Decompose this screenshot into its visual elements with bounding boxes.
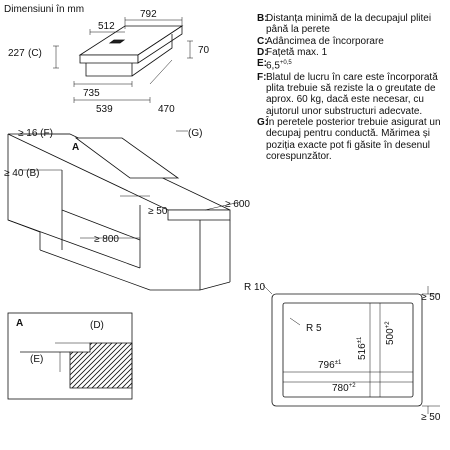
section-label-g: (G) xyxy=(188,128,202,139)
legend: B:Distanța minimă de la decupajul plitei… xyxy=(257,13,447,162)
hob-dimension-lines xyxy=(53,17,193,103)
legend-text: 6,5+0,5 xyxy=(266,60,292,72)
legend-key: F: xyxy=(257,71,267,83)
legend-item: F:Blatul de lucru în care este încorpora… xyxy=(257,72,447,117)
legend-text: În peretele posterior trebuie asigurat u… xyxy=(266,117,441,162)
diagram-title: Dimensiuni în mm xyxy=(4,4,84,15)
dim-16-f: ≥ 16 (F) xyxy=(18,128,53,139)
legend-item: B:Distanța minimă de la decupajul plitei… xyxy=(257,13,447,36)
dim-800: ≥ 800 xyxy=(94,234,119,245)
legend-key: D: xyxy=(257,46,268,58)
legend-text: Distanța minimă de la decupajul plitei p… xyxy=(266,13,432,36)
dim-512: 512 xyxy=(98,21,115,32)
dim-796: 796±1 xyxy=(318,360,342,371)
detail-a xyxy=(7,312,133,400)
legend-text: Adâncimea de încorporare xyxy=(266,35,384,47)
dim-600: ≥ 600 xyxy=(225,199,250,210)
legend-key: E: xyxy=(257,58,267,70)
cutout-r10: R 10 xyxy=(244,282,266,293)
legend-key: G: xyxy=(257,117,269,128)
legend-item: G:În peretele posterior trebuie asigurat… xyxy=(257,117,447,162)
cutout-plan xyxy=(271,293,440,407)
legend-item: C:Adâncimea de încorporare xyxy=(257,36,447,47)
dim-50-top: ≥ 50 xyxy=(421,292,441,303)
hob-isometric xyxy=(78,25,184,77)
section-label-a: A xyxy=(72,142,79,153)
cutout-r5: R 5 xyxy=(306,323,322,334)
dim-539: 539 xyxy=(96,104,113,115)
detail-label-e: (E) xyxy=(30,354,43,365)
worktop-section xyxy=(7,133,231,291)
dim-227: 227 xyxy=(8,48,25,59)
dim-70: 70 xyxy=(198,45,210,56)
legend-key: C: xyxy=(257,35,268,47)
legend-text: Fațetă max. 1 xyxy=(266,46,328,58)
dim-227-label-c: (C) xyxy=(28,48,42,59)
dim-516: 516±1 xyxy=(357,336,368,360)
dim-50-bottom: ≥ 50 xyxy=(421,412,441,423)
dim-40-b: ≥ 40 (B) xyxy=(4,168,40,179)
legend-item: E:6,5+0,5 xyxy=(257,58,447,72)
dim-780: 780+2 xyxy=(332,383,356,394)
dim-50-section: ≥ 50 xyxy=(148,206,168,217)
dim-792: 792 xyxy=(140,9,157,20)
legend-text: Blatul de lucru în care este încorporată… xyxy=(266,71,438,117)
legend-key: B: xyxy=(257,13,268,24)
dim-500: 500+2 xyxy=(385,321,396,345)
cutout-dimension-lines xyxy=(262,284,429,414)
detail-label-a: A xyxy=(16,318,23,329)
detail-label-d: (D) xyxy=(90,320,104,331)
section-dimension-lines xyxy=(20,130,241,239)
dim-735: 735 xyxy=(83,88,100,99)
dim-470: 470 xyxy=(158,104,175,115)
legend-item: D:Fațetă max. 1 xyxy=(257,47,447,58)
